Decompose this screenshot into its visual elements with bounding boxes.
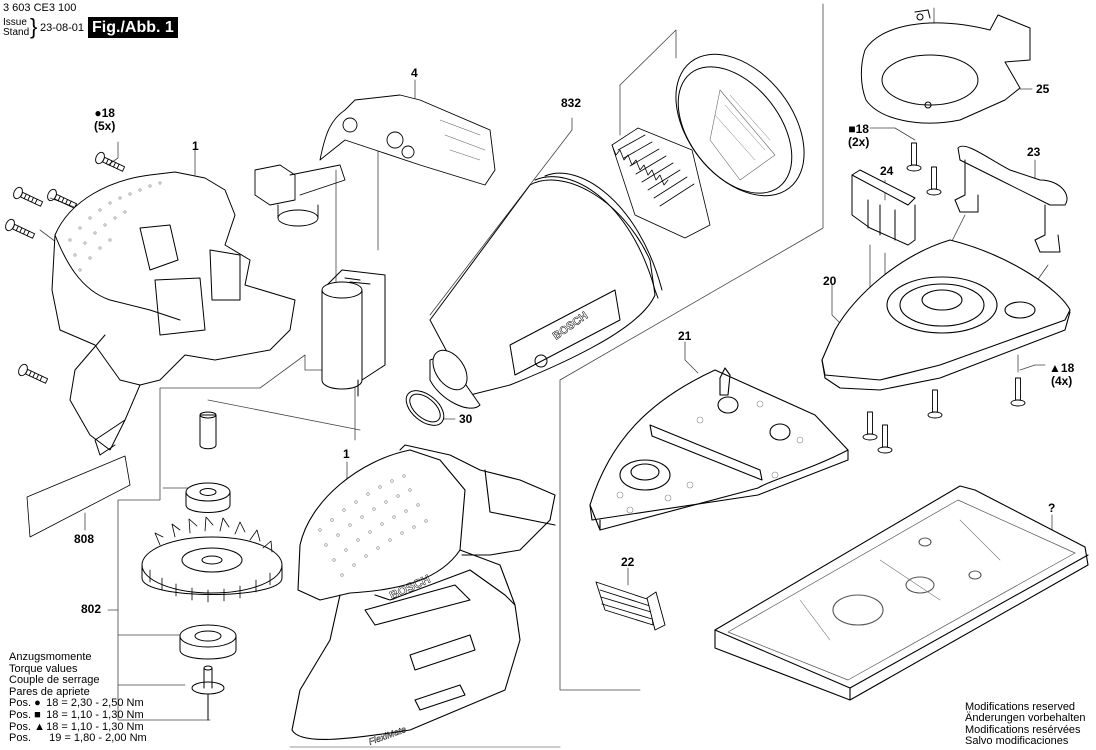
switch-pcb-part-4 — [254, 94, 496, 227]
screws-18-5x — [5, 151, 126, 384]
triangle-symbol-icon: ▲ — [34, 720, 45, 733]
sanding-clip-part-22 — [595, 581, 666, 631]
issue-label-en: Issue — [3, 17, 27, 28]
torque-title-fr: Couple de serrage — [9, 674, 100, 687]
circle-symbol-icon: ● — [34, 697, 41, 710]
sander-body-part-1: BOSCH FlexiMate — [291, 444, 556, 747]
part-number: 3 603 CE3 100 — [3, 2, 77, 14]
callout-832: 832 — [561, 96, 582, 110]
brace: } — [30, 14, 38, 39]
figure-label: Fig./Abb. 1 — [88, 17, 178, 38]
modifications-fr: Modifications resérvées — [965, 723, 1081, 736]
pleated-filter — [611, 127, 711, 239]
base-plate-part-20 — [821, 239, 1071, 391]
callout-1-housing: 1 — [192, 139, 199, 153]
motor — [321, 269, 386, 397]
modifications-notice: Modifications reserved Änderungen vorbeh… — [965, 701, 1086, 748]
issue-date: 23-08-01 — [40, 22, 85, 34]
callout-25: 25 — [1036, 82, 1050, 96]
dust-box-part-832: BOSCH — [429, 172, 663, 409]
callout-21: 21 — [678, 329, 692, 343]
torque-title-es: Pares de apriete — [9, 685, 90, 698]
callout-unknown: ? — [1048, 501, 1056, 515]
callout-4: 4 — [411, 66, 418, 80]
square-symbol-icon: ■ — [34, 708, 41, 721]
callout-24: 24 — [880, 164, 894, 178]
issue-label-de: Stand — [3, 27, 30, 38]
body-model-text: FlexiMate — [367, 724, 407, 747]
filter-lid — [675, 53, 805, 197]
issue-label: Issue Stand — [3, 18, 29, 38]
torque-title-de: Anzugsmomente — [9, 651, 92, 663]
callout-20: 20 — [823, 274, 837, 288]
modifications-de: Änderungen vorbehalten — [965, 712, 1086, 725]
housing-half-part-1 — [51, 171, 296, 456]
bracket-part-24 — [851, 169, 916, 246]
dust-port-part-25 — [860, 9, 1031, 124]
rectangular-base-part-unknown — [714, 485, 1089, 701]
callout-802: 802 — [81, 602, 102, 616]
modifications-en: Modifications reserved — [965, 701, 1076, 713]
square-symbol-icon: ■ — [848, 122, 856, 136]
triangle-symbol-icon: ▲ — [1049, 361, 1061, 375]
callout-18-4x: ▲18 (4x) — [1049, 361, 1075, 388]
screws-18-2x — [906, 142, 942, 196]
torque-row: Pos. ▲18 = 1,10 - 1,30 Nm — [9, 720, 144, 733]
callout-23: 23 — [1027, 145, 1041, 159]
fan-assembly-part-802 — [141, 411, 283, 721]
modifications-es: Salvo modificaciones — [965, 735, 1069, 748]
torque-row: Pos. 19 = 1,80 - 2,00 Nm — [9, 732, 147, 745]
torque-title-en: Torque values — [9, 662, 78, 675]
callout-30: 30 — [459, 412, 473, 426]
bracket-part-23 — [954, 145, 1068, 253]
callout-18-2x: ■18 (2x) — [848, 122, 870, 149]
torque-row: Pos. ●18 = 2,30 - 2,50 Nm — [9, 697, 144, 710]
torque-values-legend: Anzugsmomente Torque values Couple de se… — [9, 651, 147, 745]
callout-1-body: 1 — [343, 447, 350, 461]
callout-22: 22 — [621, 555, 635, 569]
callout-808: 808 — [74, 532, 95, 546]
circle-symbol-icon: ● — [94, 106, 102, 120]
torque-row: Pos. ■18 = 1,10 - 1,30 Nm — [9, 708, 144, 721]
sanding-plate-part-21 — [589, 367, 849, 531]
label-plate-part-808 — [26, 455, 131, 538]
screws-18-4x — [862, 377, 1026, 454]
o-ring-part-30 — [405, 390, 445, 426]
callout-18-5x: ●18 (5x) — [94, 106, 116, 133]
